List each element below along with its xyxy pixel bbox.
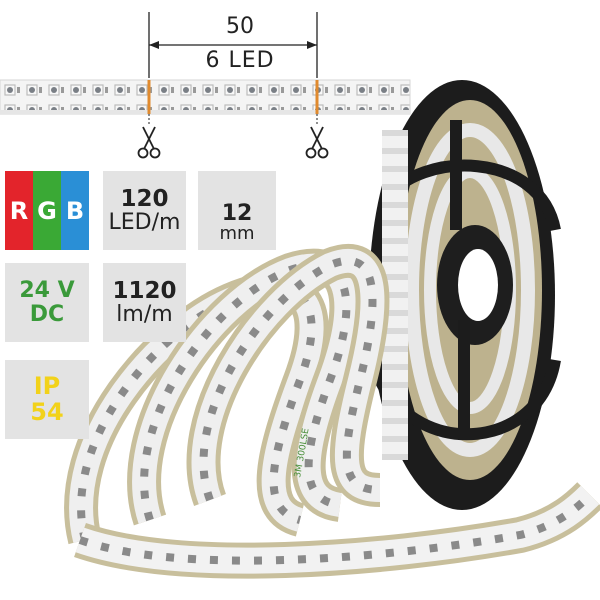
- led-density-unit: LED/m: [108, 210, 181, 236]
- width-value: 12: [221, 201, 253, 227]
- reel-image: [369, 80, 561, 510]
- voltage-tile: 24 V DC: [5, 263, 89, 342]
- voltage-type: DC: [29, 301, 65, 327]
- rgb-badge: R G B: [5, 171, 89, 250]
- scissors-icon: [137, 126, 161, 159]
- ip-label: IP: [33, 372, 61, 401]
- strip-segment: [0, 79, 411, 124]
- luminous-flux-tile: 1120 lm/m: [103, 263, 186, 342]
- dimension-callout: [148, 12, 318, 78]
- width-unit: mm: [219, 223, 255, 245]
- luminous-flux-value: 1120: [112, 277, 177, 304]
- voltage-value: 24 V: [19, 278, 75, 304]
- ip-rating-tile: IP 54: [5, 360, 89, 439]
- green-letter: G: [33, 171, 61, 250]
- red-letter: R: [5, 171, 33, 250]
- coiled-strip: 3M 300LSE: [64, 243, 600, 579]
- led-density-value: 120: [120, 185, 169, 212]
- ip-value: 54: [30, 397, 64, 426]
- led-density-tile: 120 LED/m: [103, 171, 186, 250]
- segment-led-count-label: 6 LED: [205, 48, 275, 73]
- blue-letter: B: [61, 171, 89, 250]
- width-tile: 12 mm: [198, 171, 276, 250]
- luminous-flux-unit: lm/m: [116, 302, 173, 328]
- scissors-icon: [305, 126, 329, 159]
- segment-length-label: 50: [226, 14, 254, 39]
